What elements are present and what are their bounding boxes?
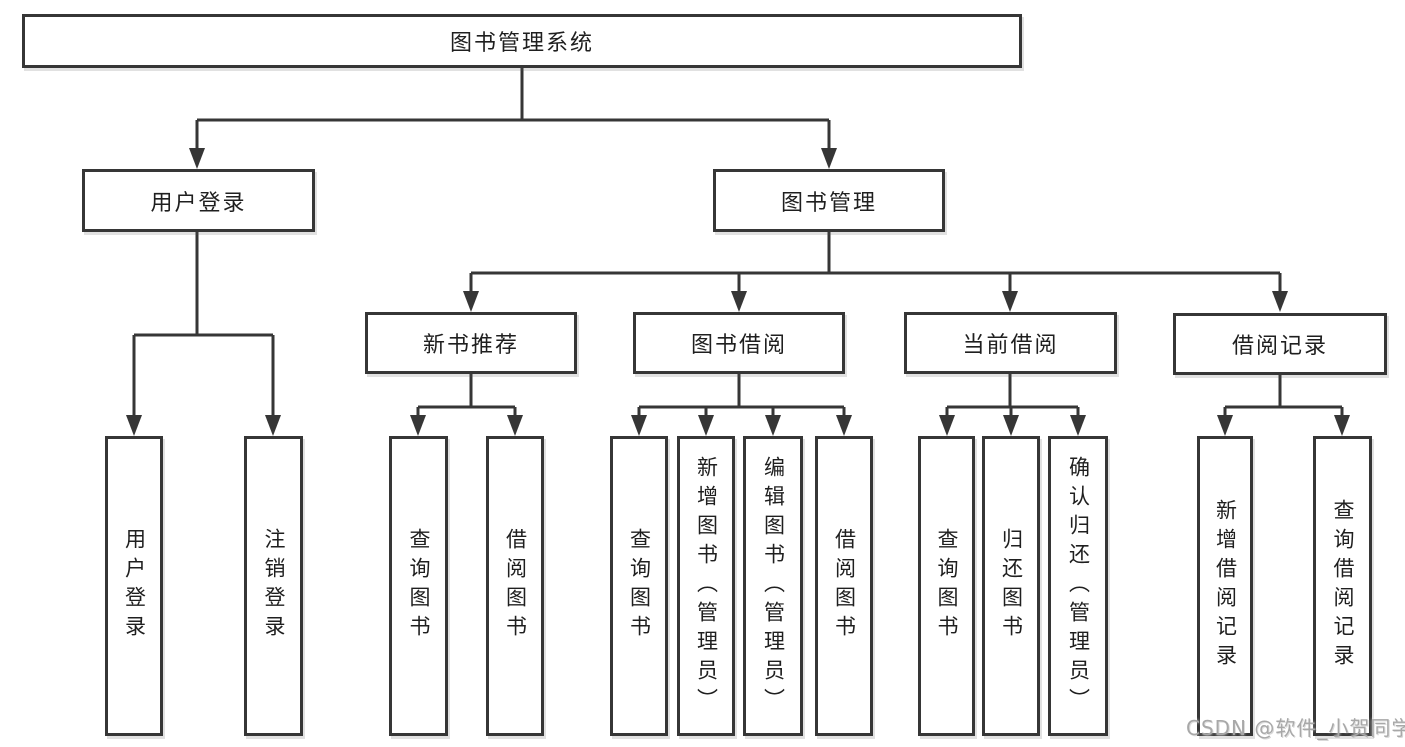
node-new-book-recommend-label: 新书推荐: [422, 333, 519, 358]
node-nbr-borrow-books-label: 借阅图书: [503, 528, 528, 644]
node-bb-edit-books-admin-label: 编辑图书（管理员）: [761, 455, 786, 717]
node-current-borrowing: 当前借阅: [904, 312, 1117, 374]
node-user-login-leaf: 用户登录: [105, 436, 163, 736]
node-logout: 注销登录: [244, 436, 303, 736]
node-new-book-recommend: 新书推荐: [365, 312, 577, 374]
node-nbr-borrow-books: 借阅图书: [486, 436, 544, 736]
node-br-add-record: 新增借阅记录: [1197, 436, 1253, 736]
node-book-borrowing-label: 图书借阅: [690, 333, 787, 358]
node-cb-return-books-label: 归还图书: [999, 528, 1024, 644]
node-book-management-label: 图书管理: [780, 190, 877, 216]
node-library-system-label: 图书管理系统: [449, 31, 594, 56]
node-br-add-record-label: 新增借阅记录: [1213, 499, 1238, 673]
node-current-borrowing-label: 当前借阅: [962, 333, 1059, 358]
node-cb-confirm-return-admin: 确认归还（管理员）: [1048, 436, 1108, 736]
node-br-query-record-label: 查询借阅记录: [1331, 499, 1355, 673]
node-user-login: 用户登录: [82, 169, 315, 232]
node-library-system: 图书管理系统: [22, 14, 1022, 68]
node-bb-add-books-admin: 新增图书（管理员）: [677, 436, 735, 736]
node-br-query-record: 查询借阅记录: [1313, 436, 1372, 736]
node-cb-query-books: 查询图书: [918, 436, 975, 736]
node-borrowing-records: 借阅记录: [1173, 313, 1387, 375]
arrowheads: [126, 148, 1350, 436]
node-user-login-leaf-label: 用户登录: [122, 528, 147, 644]
node-bb-borrow-books-label: 借阅图书: [832, 528, 857, 644]
node-logout-label: 注销登录: [262, 528, 286, 644]
node-cb-return-books: 归还图书: [982, 436, 1040, 736]
node-nbr-query-books-label: 查询图书: [407, 528, 431, 644]
node-cb-confirm-return-admin-label: 确认归还（管理员）: [1066, 455, 1091, 717]
node-bb-add-books-admin-label: 新增图书（管理员）: [694, 455, 719, 717]
node-bb-query-books: 查询图书: [610, 436, 668, 736]
node-book-management: 图书管理: [713, 169, 945, 232]
node-nbr-query-books: 查询图书: [389, 436, 448, 736]
node-cb-query-books-label: 查询图书: [935, 528, 959, 644]
node-bb-edit-books-admin: 编辑图书（管理员）: [743, 436, 803, 736]
node-book-borrowing: 图书借阅: [633, 312, 845, 374]
node-bb-query-books-label: 查询图书: [627, 528, 652, 644]
node-borrowing-records-label: 借阅记录: [1231, 334, 1328, 359]
csdn-watermark: CSDN @软件_小贺同学: [1186, 716, 1405, 740]
node-bb-borrow-books: 借阅图书: [815, 436, 873, 736]
node-user-login-label: 用户登录: [150, 190, 247, 216]
